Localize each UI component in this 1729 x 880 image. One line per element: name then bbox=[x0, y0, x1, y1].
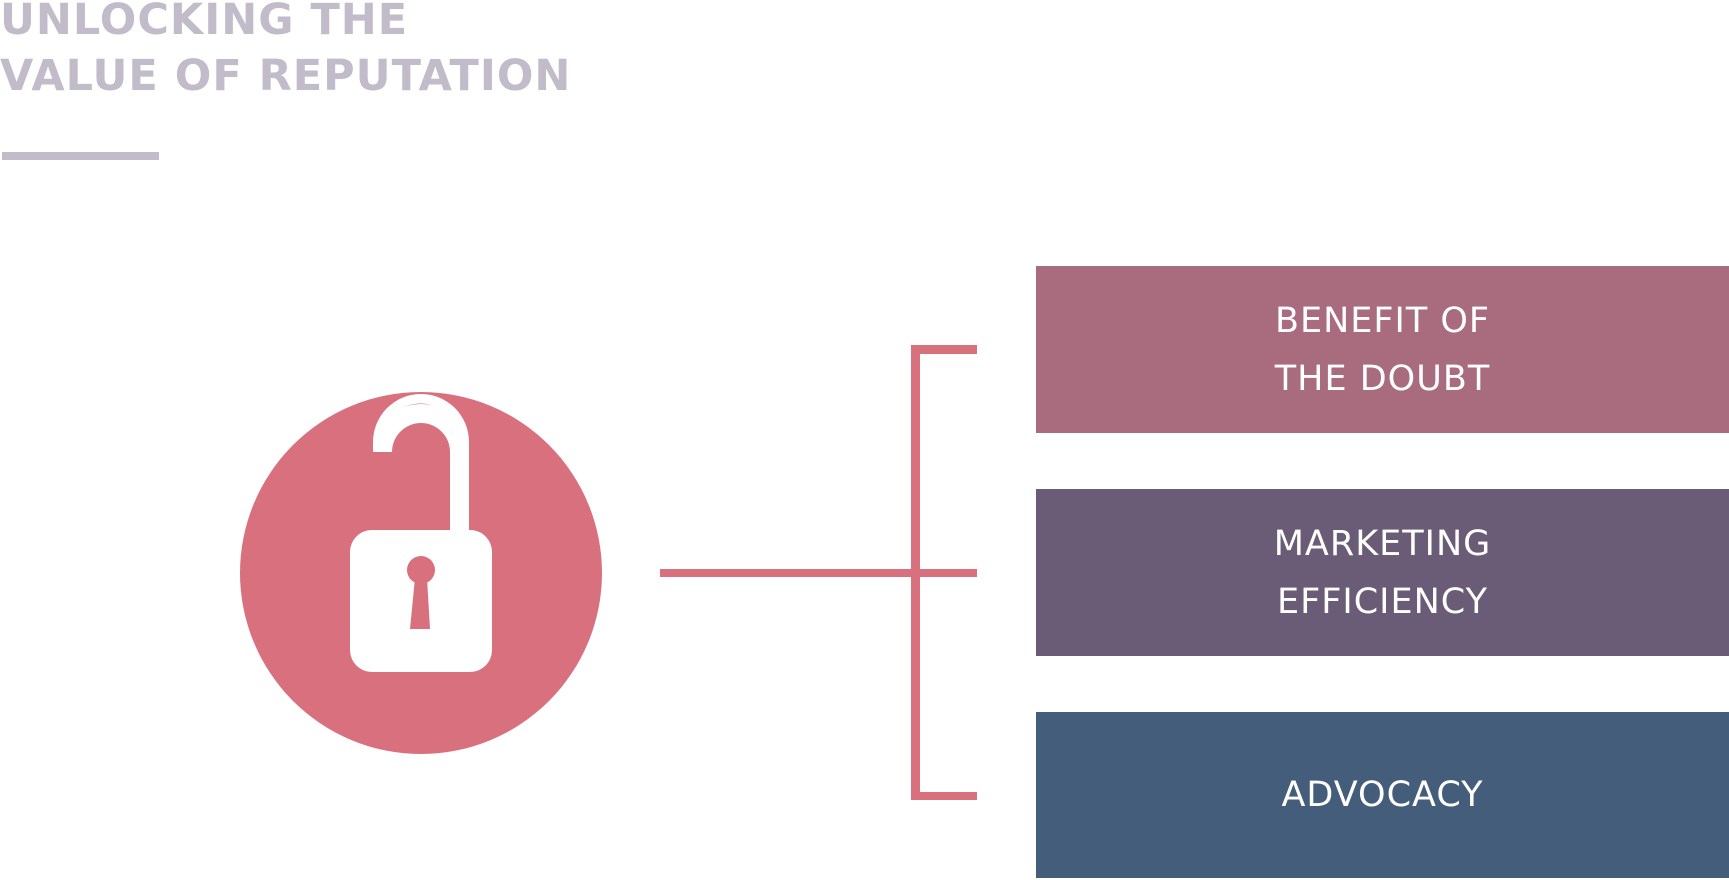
bracket-bottom-arm bbox=[911, 792, 977, 800]
bracket-vertical bbox=[911, 345, 920, 800]
connector-horizontal bbox=[660, 569, 977, 577]
branch-advocacy: ADVOCACY bbox=[1036, 712, 1729, 878]
branch-benefit-of-the-doubt: BENEFIT OF THE DOUBT bbox=[1036, 266, 1729, 433]
unlocked-padlock-icon bbox=[350, 394, 492, 672]
branch-label: BENEFIT OF THE DOUBT bbox=[1274, 300, 1491, 399]
branch-marketing-efficiency: MARKETING EFFICIENCY bbox=[1036, 489, 1729, 656]
hub-circle bbox=[240, 392, 602, 754]
branch-label: ADVOCACY bbox=[1281, 775, 1484, 815]
title-underline bbox=[2, 152, 159, 160]
branch-label: MARKETING EFFICIENCY bbox=[1273, 523, 1492, 622]
bracket-top-arm bbox=[911, 345, 977, 354]
page-title: UNLOCKING THE VALUE OF REPUTATION bbox=[0, 0, 572, 101]
